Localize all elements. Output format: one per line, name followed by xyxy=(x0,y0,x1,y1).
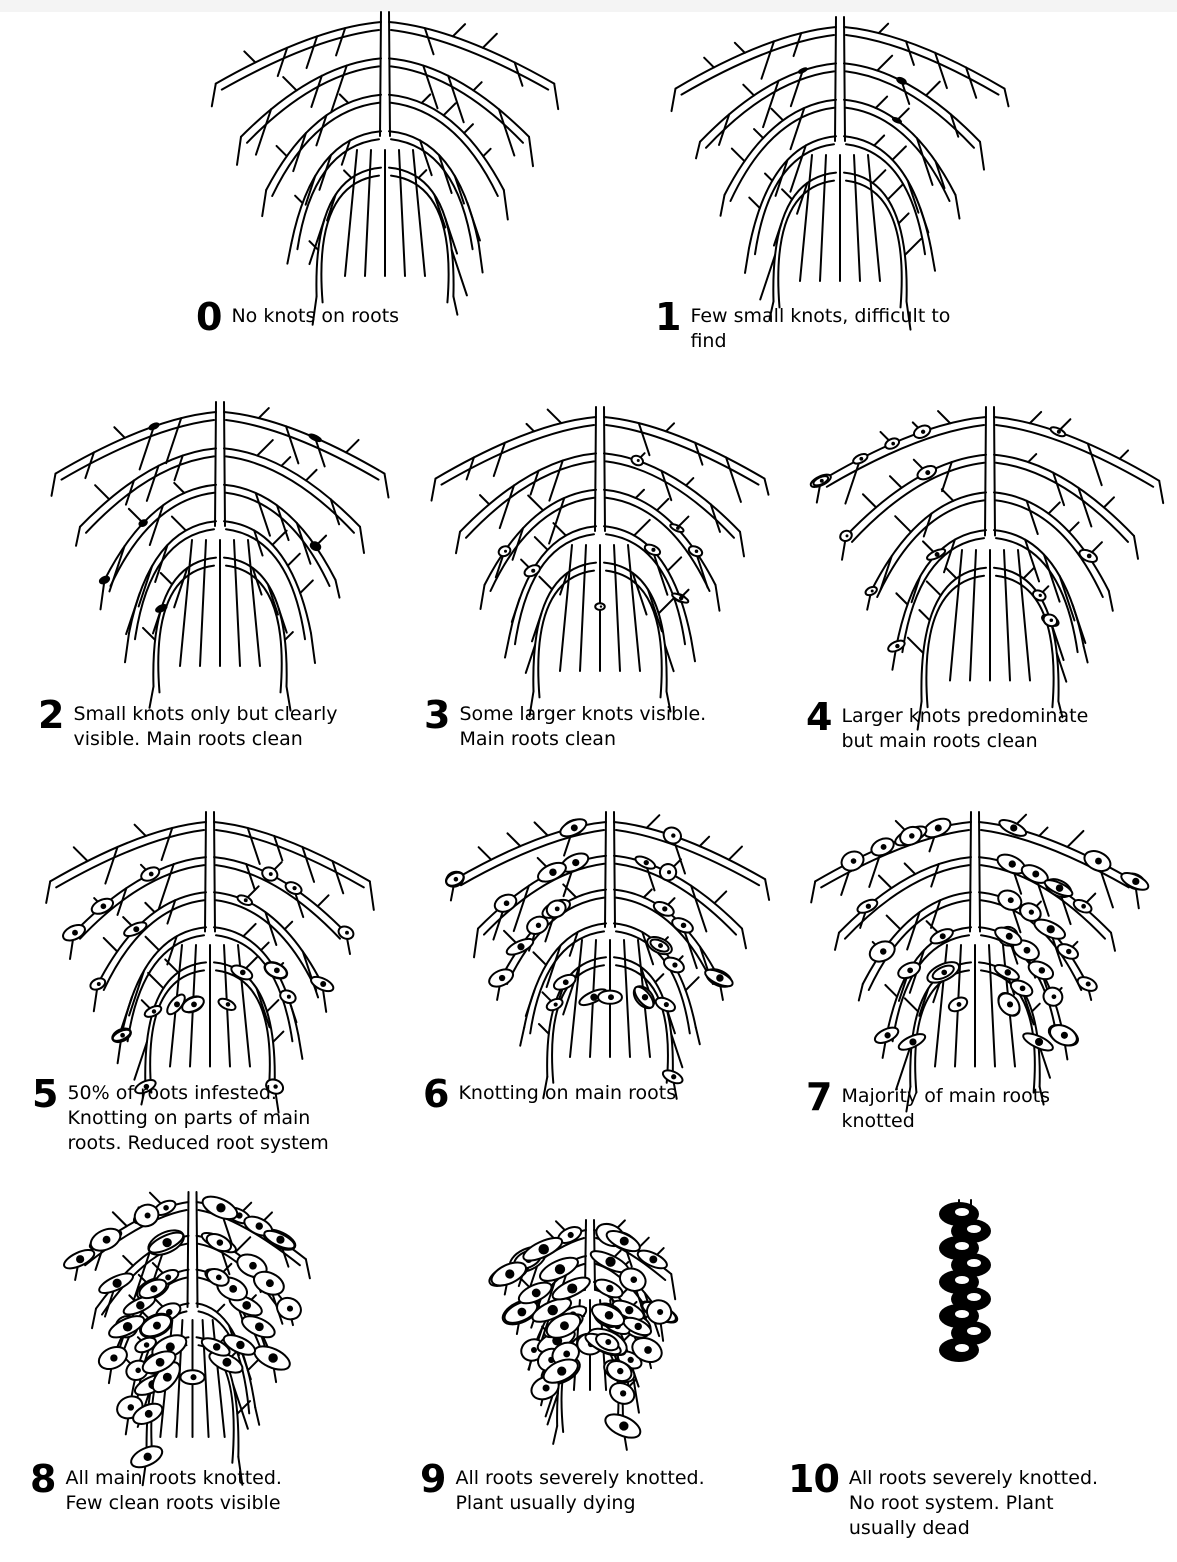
rating-number-0: 0 xyxy=(196,298,221,336)
root-branches xyxy=(46,812,374,1113)
rating-description-7: Majority of main roots knotted xyxy=(841,1078,1050,1134)
rating-description-0: No knots on roots xyxy=(231,298,399,329)
root-panel-0 xyxy=(205,10,565,290)
root-system-illustration-4 xyxy=(810,405,1170,695)
rating-number-6: 6 xyxy=(423,1075,448,1113)
root-system-illustration-3 xyxy=(425,405,775,685)
root-panel-1 xyxy=(665,15,1015,295)
rating-caption-6: 6 Knotting on main roots xyxy=(423,1075,676,1113)
rating-description-3: Some larger knots visible. Main roots cl… xyxy=(459,696,706,752)
rating-description-4: Larger knots predominate but main roots … xyxy=(841,698,1088,754)
rating-number-7: 7 xyxy=(806,1078,831,1116)
rating-number-3: 3 xyxy=(424,696,449,734)
root-system-illustration-9 xyxy=(470,1200,710,1400)
rating-caption-5: 5 50% of roots infested. Knotting on par… xyxy=(32,1075,329,1156)
root-panel-4 xyxy=(810,405,1170,695)
root-panel-7 xyxy=(805,810,1145,1080)
rating-number-2: 2 xyxy=(38,696,63,734)
root-system-illustration-6 xyxy=(445,810,775,1070)
root-panel-9 xyxy=(470,1200,710,1400)
top-strip xyxy=(0,0,1177,12)
rating-description-2: Small knots only but clearly visible. Ma… xyxy=(73,696,337,752)
root-panel-5 xyxy=(40,810,380,1080)
root-knots xyxy=(61,1192,304,1472)
rating-number-9: 9 xyxy=(420,1460,445,1498)
root-panel-8 xyxy=(25,1190,360,1450)
rating-description-6: Knotting on main roots xyxy=(458,1075,676,1106)
rating-caption-3: 3 Some larger knots visible. Main roots … xyxy=(424,696,706,752)
rating-caption-10: 10 All roots severely knotted. No root s… xyxy=(788,1460,1098,1541)
root-system-illustration-8 xyxy=(25,1190,360,1450)
rating-description-10: All roots severely knotted. No root syst… xyxy=(849,1460,1098,1541)
root-panel-2 xyxy=(45,400,395,680)
rating-number-5: 5 xyxy=(32,1075,57,1113)
rating-number-4: 4 xyxy=(806,698,831,736)
rating-number-1: 1 xyxy=(655,298,680,336)
root-knots xyxy=(809,423,1099,654)
root-branches xyxy=(817,407,1163,730)
root-knots xyxy=(939,1202,991,1362)
rating-description-5: 50% of roots infested. Knotting on parts… xyxy=(67,1075,328,1156)
root-system-illustration-1 xyxy=(665,15,1015,295)
root-panel-6 xyxy=(445,810,775,1070)
rating-caption-0: 0 No knots on roots xyxy=(196,298,399,336)
rating-number-10: 10 xyxy=(788,1460,839,1498)
rating-caption-1: 1 Few small knots, difficult to find xyxy=(655,298,950,354)
root-branches xyxy=(432,407,769,716)
root-panel-3 xyxy=(425,405,775,685)
root-system-illustration-0 xyxy=(205,10,565,290)
rating-caption-7: 7 Majority of main roots knotted xyxy=(806,1078,1050,1134)
rating-description-1: Few small knots, difficult to find xyxy=(690,298,950,354)
root-system-illustration-10 xyxy=(910,1200,1020,1380)
rating-number-8: 8 xyxy=(30,1460,55,1498)
root-knots xyxy=(486,1220,680,1443)
root-branches xyxy=(451,812,769,1099)
rating-description-9: All roots severely knotted. Plant usuall… xyxy=(455,1460,704,1516)
root-panel-10 xyxy=(910,1200,1020,1380)
root-system-illustration-2 xyxy=(45,400,395,680)
rating-caption-8: 8 All main roots knotted. Few clean root… xyxy=(30,1460,282,1516)
rating-caption-4: 4 Larger knots predominate but main root… xyxy=(806,698,1088,754)
root-branches xyxy=(672,17,1009,330)
root-branches xyxy=(212,12,558,325)
root-branches xyxy=(52,402,389,711)
root-knots xyxy=(838,815,1150,1054)
rating-caption-9: 9 All roots severely knotted. Plant usua… xyxy=(420,1460,705,1516)
root-knots xyxy=(61,865,356,1097)
root-system-illustration-5 xyxy=(40,810,380,1080)
root-knots xyxy=(99,422,322,613)
rating-description-8: All main roots knotted. Few clean roots … xyxy=(65,1460,282,1516)
root-system-illustration-7 xyxy=(805,810,1145,1080)
rating-caption-2: 2 Small knots only but clearly visible. … xyxy=(38,696,338,752)
